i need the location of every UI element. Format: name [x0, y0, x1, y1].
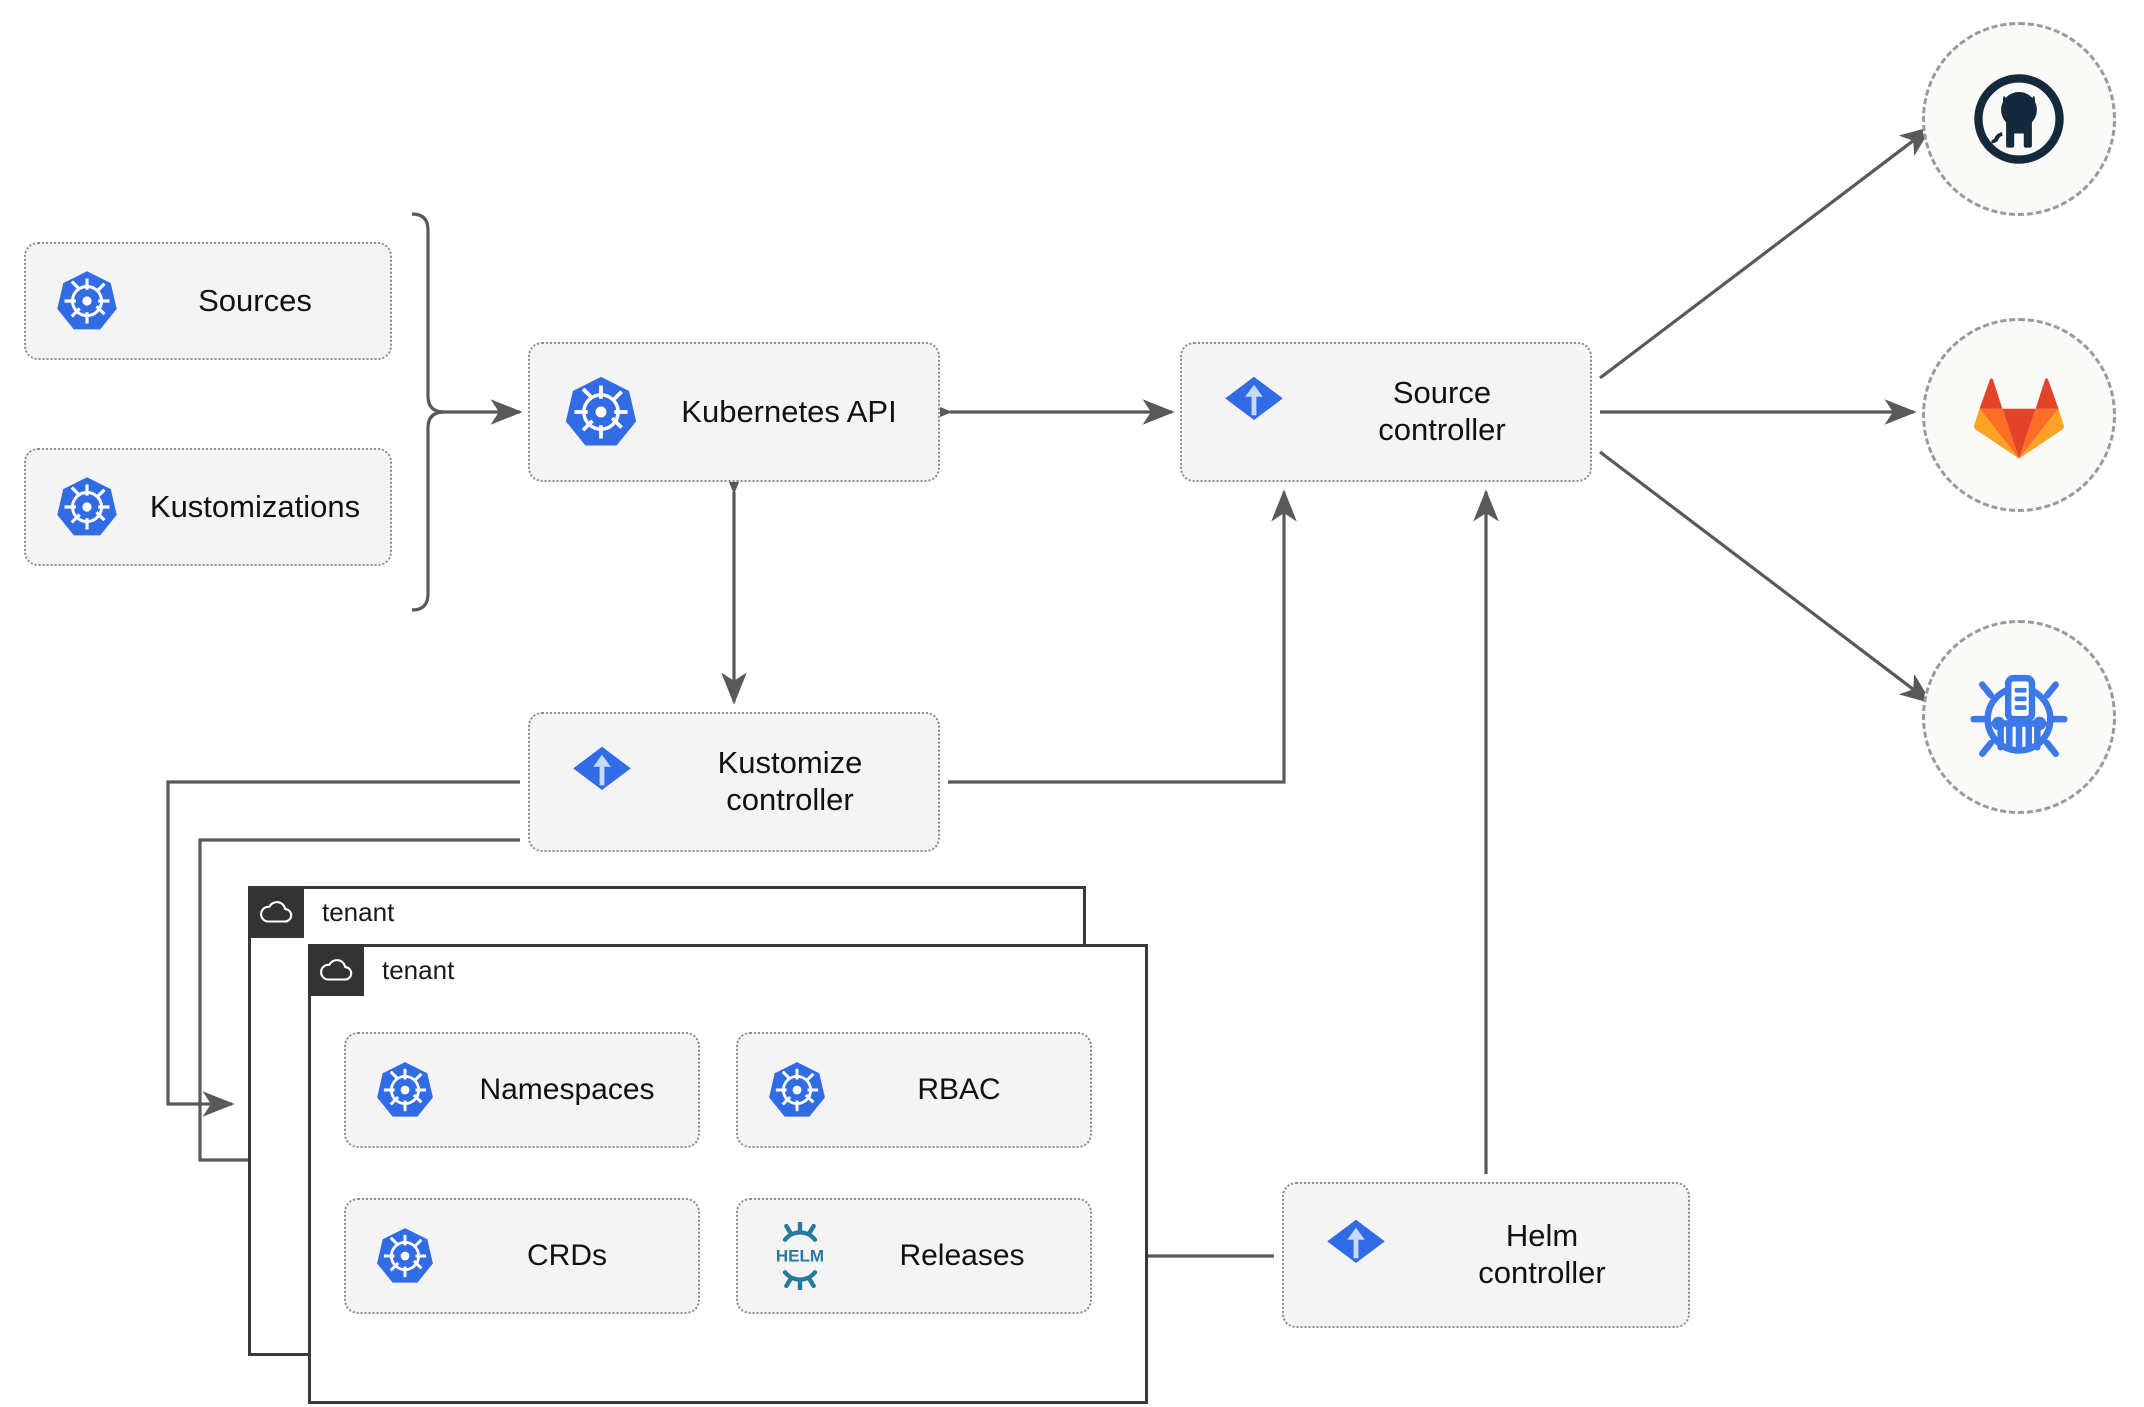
- node-helm-controller[interactable]: Helm controller: [1282, 1182, 1690, 1328]
- resource-releases[interactable]: HELM Releases: [736, 1198, 1092, 1314]
- resource-label: Namespaces: [479, 1073, 655, 1106]
- node-label: Kustomizations: [149, 488, 361, 524]
- flux-icon: [562, 742, 642, 822]
- external-helm-repository[interactable]: [1922, 620, 2116, 814]
- node-label: Sources: [198, 282, 312, 318]
- cloud-icon: [308, 944, 364, 996]
- svg-text:HELM: HELM: [776, 1246, 824, 1265]
- kubernetes-icon: [374, 1059, 436, 1121]
- resource-label: CRDs: [527, 1239, 607, 1272]
- resource-label: Releases: [899, 1239, 1025, 1272]
- helm-icon: HELM: [766, 1222, 834, 1290]
- cloud-icon: [248, 886, 304, 938]
- tenant-label: tenant: [382, 954, 455, 985]
- helm-repository-icon: [1970, 674, 2068, 757]
- tenant-label: tenant: [322, 896, 395, 927]
- node-label: Source controller: [1378, 375, 1506, 447]
- tenant-title-bar: tenant: [308, 944, 454, 996]
- node-kustomize-controller[interactable]: Kustomize controller: [528, 712, 940, 852]
- flux-icon: [1316, 1215, 1396, 1295]
- node-source-controller[interactable]: Source controller: [1180, 342, 1592, 482]
- edge-kustomizectl-to-sourcectl: [948, 489, 1297, 784]
- node-label: Kubernetes API: [681, 393, 897, 429]
- kubernetes-icon: [374, 1225, 436, 1287]
- resource-rbac[interactable]: RBAC: [736, 1032, 1092, 1148]
- resource-crds[interactable]: CRDs: [344, 1198, 700, 1314]
- edge-sourcectl-to-helmrepo: [1599, 450, 1933, 704]
- external-gitlab[interactable]: [1922, 318, 2116, 512]
- external-github[interactable]: [1922, 22, 2116, 216]
- tenant-container-front: tenant: [308, 944, 1148, 1404]
- kubernetes-icon: [54, 474, 120, 540]
- edge-brace: [411, 212, 445, 612]
- node-sources[interactable]: Sources: [24, 242, 392, 360]
- node-kustomizations[interactable]: Kustomizations: [24, 448, 392, 566]
- node-kubernetes-api[interactable]: Kubernetes API: [528, 342, 940, 482]
- gitlab-icon: [1974, 378, 2064, 459]
- resource-label: RBAC: [917, 1073, 1001, 1106]
- kubernetes-icon: [562, 373, 640, 451]
- flux-icon: [1214, 372, 1294, 452]
- tenant-title-bar: tenant: [248, 886, 394, 938]
- kubernetes-icon: [54, 268, 120, 334]
- edge-sourcectl-to-github: [1599, 126, 1933, 380]
- resource-namespaces[interactable]: Namespaces: [344, 1032, 700, 1148]
- github-icon: [1974, 74, 2064, 164]
- node-label: Helm controller: [1478, 1218, 1606, 1290]
- node-label: Kustomize controller: [717, 745, 863, 817]
- kubernetes-icon: [766, 1059, 828, 1121]
